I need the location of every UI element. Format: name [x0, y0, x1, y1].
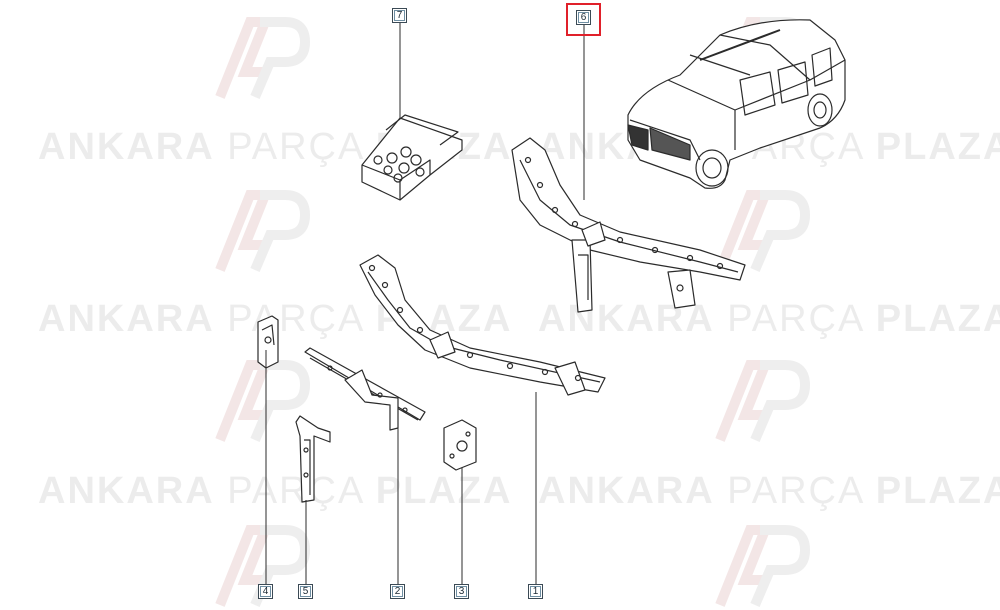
- watermark-text: PARÇA: [727, 470, 864, 512]
- callout-part-2[interactable]: 2: [390, 584, 405, 599]
- left-bracket: [257, 315, 279, 369]
- callout-part-6[interactable]: 6: [576, 10, 591, 25]
- leader-lines: [265, 22, 585, 584]
- watermark-text: ANKARA: [38, 126, 215, 168]
- watermark-text: ANKARA: [38, 470, 215, 512]
- callout-part-5[interactable]: 5: [298, 584, 313, 599]
- watermark-text: PARÇA: [227, 298, 364, 340]
- callout-part-7[interactable]: 7: [392, 8, 407, 23]
- watermark-text: PLAZA: [875, 470, 1000, 512]
- watermark-logo-icon: [715, 360, 810, 442]
- watermark-text: PARÇA: [727, 298, 864, 340]
- lower-crossmember: [359, 254, 606, 396]
- watermark-text: PLAZA: [875, 298, 1000, 340]
- watermark-text: PARÇA: [227, 470, 364, 512]
- watermark-logo-icon: [715, 190, 810, 272]
- vehicle-illustration: [627, 19, 846, 189]
- callout-part-4[interactable]: 4: [258, 584, 273, 599]
- watermark-logo-icon: [215, 17, 310, 99]
- watermark-text: ANKARA: [538, 470, 715, 512]
- selected-part-highlight: [566, 3, 601, 36]
- mount-plate: [443, 419, 477, 471]
- watermark-logo-icon: [215, 525, 310, 607]
- watermark-logo-icon: [215, 190, 310, 272]
- watermark-text: PLAZA: [875, 126, 1000, 168]
- watermark-text: ANKARA: [38, 298, 215, 340]
- center-beam: [304, 347, 426, 431]
- upper-crossmember: [511, 137, 746, 313]
- callout-part-3[interactable]: 3: [454, 584, 469, 599]
- clip-kit-box: [361, 114, 463, 201]
- watermark-row: ANKARA PARÇA PLAZA: [38, 470, 512, 513]
- callout-part-1[interactable]: 1: [528, 584, 543, 599]
- watermark-row: ANKARA PARÇA PLAZA: [538, 470, 1000, 513]
- watermark-logo-icon: [715, 525, 810, 607]
- watermark-row: ANKARA PARÇA PLAZA: [538, 298, 1000, 341]
- watermark-text: PARÇA: [227, 126, 364, 168]
- vertical-bracket: [295, 415, 331, 503]
